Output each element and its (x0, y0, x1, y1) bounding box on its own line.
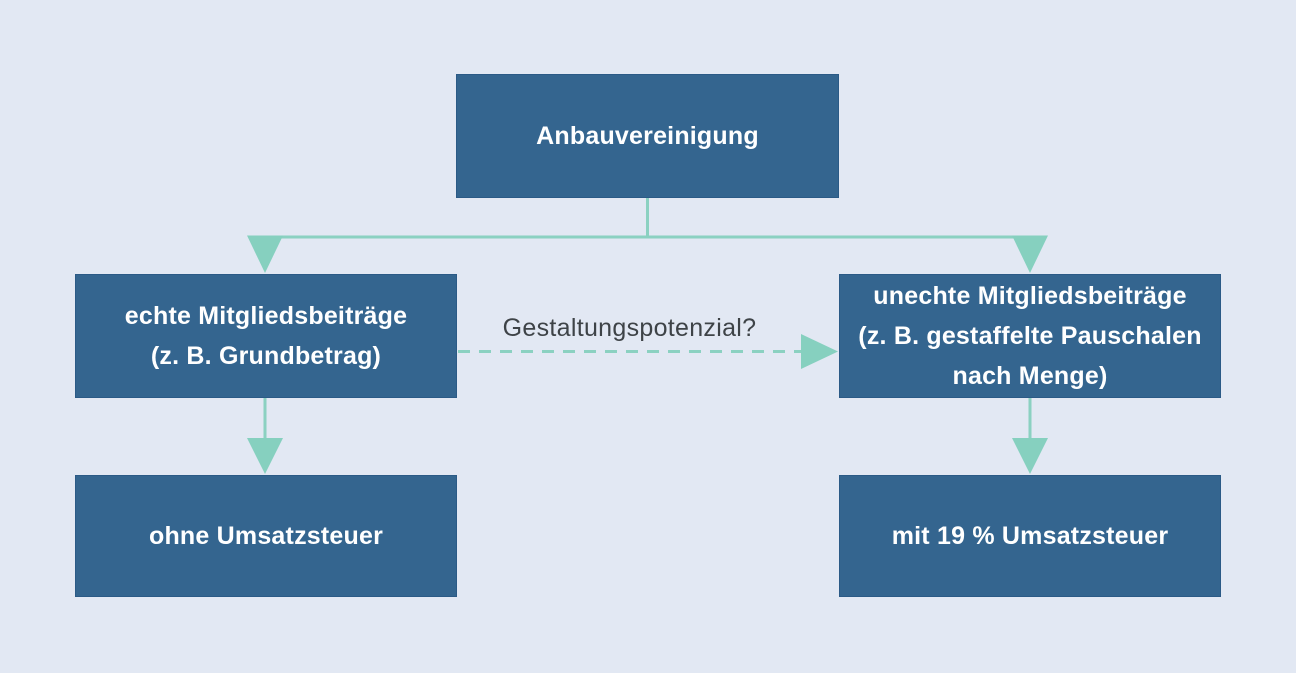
node-ohne-umsatzsteuer: ohne Umsatzsteuer (75, 475, 457, 597)
node-unechte-mitgliedsbeitraege: unechte Mitgliedsbeiträge (z. B. gestaff… (839, 274, 1221, 398)
arrowhead-to-left-bottom-icon (247, 438, 283, 474)
arrowhead-to-right-mid-icon (1012, 235, 1048, 273)
edge-label-gestaltungspotenzial: Gestaltungspotenzial? (502, 314, 757, 342)
node-mit-umsatzsteuer: mit 19 % Umsatzsteuer (839, 475, 1221, 597)
arrowhead-to-right-bottom-icon (1012, 438, 1048, 474)
arrowhead-dashed-right-icon (801, 334, 838, 369)
node-anbauvereinigung: Anbauvereinigung (456, 74, 839, 198)
node-echte-mitgliedsbeitraege: echte Mitgliedsbeiträge (z. B. Grundbetr… (75, 274, 457, 398)
arrowhead-to-left-mid-icon (247, 235, 283, 273)
